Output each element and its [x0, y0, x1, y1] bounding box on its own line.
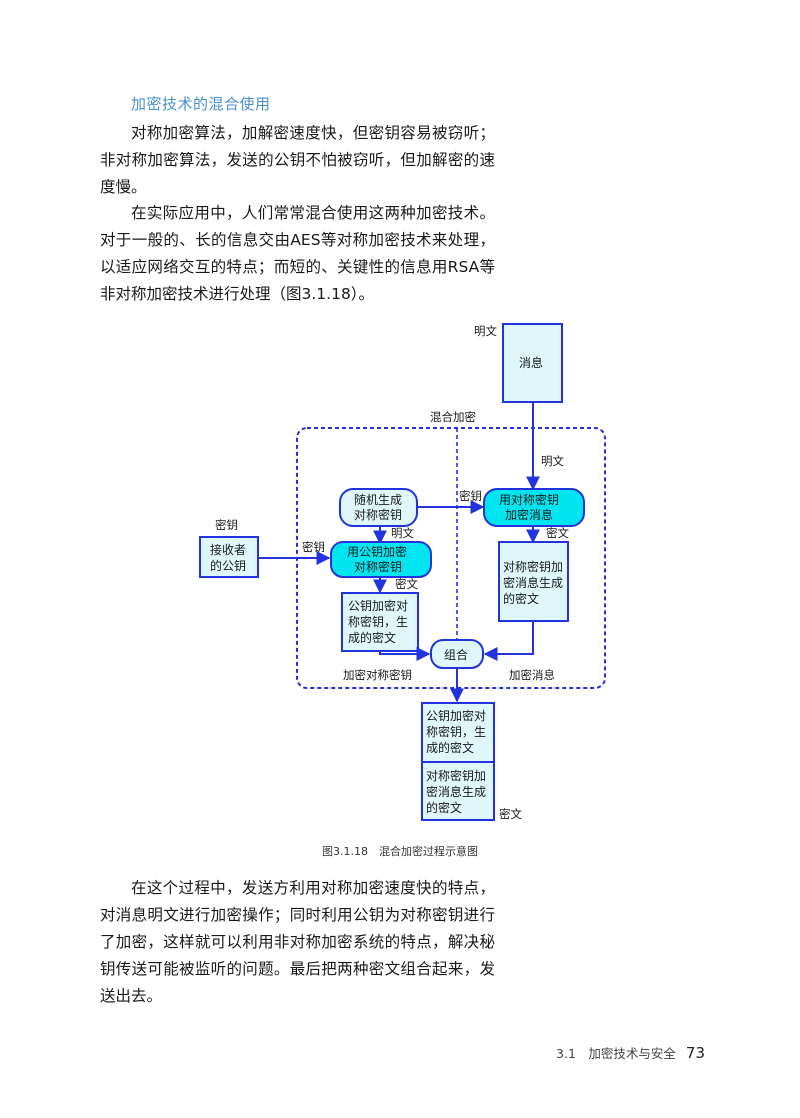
- output-msg-cipher-box: [421, 761, 495, 821]
- random-key-line1: 随机生成: [354, 492, 402, 507]
- hybrid-label: 混合加密: [430, 410, 476, 424]
- out-key-line3: 成的密文: [426, 740, 474, 755]
- key-cipher-line2: 称密钥，生: [348, 614, 408, 629]
- hybrid-encryption-diagram: 混合加密 明文 消息 明文 随机生成 对称密钥 密钥 用对称密钥 加密消息 明文…: [199, 323, 606, 821]
- label-key-1: 密钥: [459, 489, 482, 503]
- encrypt-msg-line1: 用对称密钥: [499, 492, 559, 507]
- paragraph-process-explanation: 在这个过程中，发送方利用对称加密速度快的特点，对消息明文进行加密操作；同时利用公…: [100, 879, 495, 1005]
- receiver-line1: 接收者: [210, 542, 246, 557]
- label-ciphertext-right: 密文: [546, 526, 569, 540]
- label-ciphertext-output: 密文: [499, 807, 522, 821]
- label-ciphertext-left: 密文: [395, 577, 418, 591]
- paragraph-encryption-comparison: 对称加密算法，加解密速度快，但密钥容易被窃听；非对称加密算法，发送的公钥不怕被窃…: [100, 124, 495, 196]
- section-heading: 加密技术的混合使用: [131, 95, 271, 113]
- footer-section: 3.1 加密技术与安全: [556, 1046, 676, 1061]
- out-msg-line2: 密消息生成: [426, 784, 486, 799]
- arrow-key-cipher-to-combine: [379, 647, 431, 661]
- label-encrypt-message: 加密消息: [509, 668, 555, 682]
- label-plaintext-mid: 明文: [541, 454, 564, 468]
- combine-label: 组合: [444, 647, 468, 662]
- msg-cipher-line2: 密消息生成: [503, 575, 563, 590]
- page-footer: 3.1 加密技术与安全 73: [556, 1043, 705, 1062]
- figure-caption: 图3.1.18 混合加密过程示意图: [322, 845, 478, 858]
- out-msg-line1: 对称密钥加: [426, 768, 486, 783]
- out-key-line2: 称密钥，生: [426, 724, 486, 739]
- label-plaintext-top: 明文: [474, 324, 497, 338]
- msg-cipher-line1: 对称密钥加: [503, 559, 563, 574]
- label-key-2: 密钥: [215, 518, 238, 532]
- key-cipher-line3: 成的密文: [348, 630, 396, 645]
- receiver-line2: 的公钥: [210, 558, 246, 573]
- msg-cipher-line3: 的密文: [503, 591, 539, 606]
- message-label: 消息: [519, 355, 543, 370]
- encrypt-msg-line2: 加密消息: [505, 507, 553, 522]
- paragraph-hybrid-usage: 在实际应用中，人们常常混合使用这两种加密技术。对于一般的、长的信息交由AES等对…: [100, 204, 495, 303]
- label-encrypt-key: 加密对称密钥: [343, 668, 412, 682]
- encrypt-key-line1: 用公钥加密: [347, 544, 407, 559]
- key-cipher-line1: 公钥加密对: [348, 598, 408, 613]
- out-msg-line3: 的密文: [426, 800, 462, 815]
- random-key-line2: 对称密钥: [354, 507, 402, 522]
- output-key-cipher-box: [421, 702, 495, 763]
- label-plaintext-small: 明文: [391, 526, 414, 540]
- arrow-msg-cipher-to-combine: [483, 621, 534, 661]
- msg-cipher-box: [498, 541, 569, 622]
- page-number: 73: [685, 1044, 705, 1062]
- label-key-3: 密钥: [302, 540, 325, 554]
- message-box: [502, 323, 563, 403]
- out-key-line1: 公钥加密对: [426, 708, 486, 723]
- encrypt-key-line2: 对称密钥: [354, 559, 402, 574]
- key-cipher-box: [341, 592, 419, 652]
